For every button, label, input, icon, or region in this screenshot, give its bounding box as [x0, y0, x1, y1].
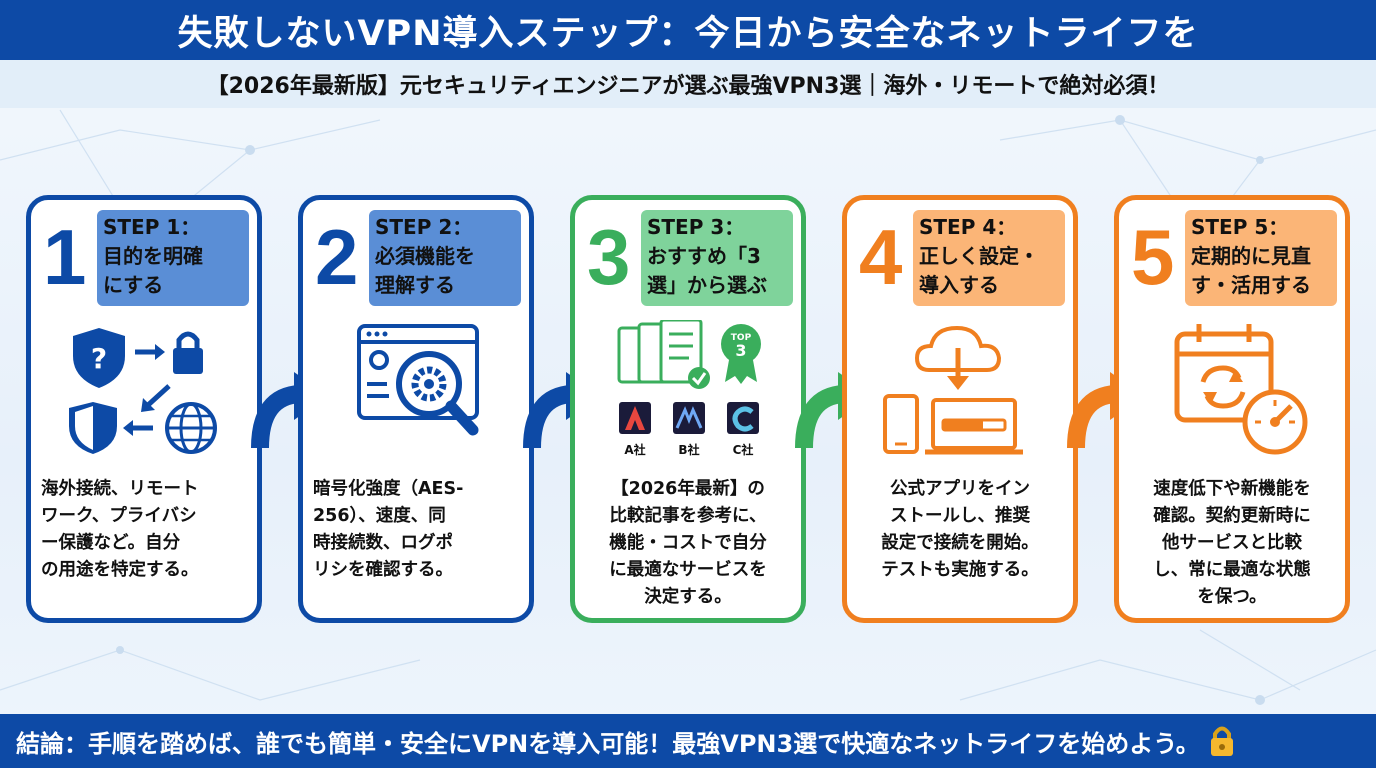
step-label: STEP 2： 必須機能を 理解する	[369, 210, 521, 306]
step-label: STEP 4： 正しく設定・ 導入する	[913, 210, 1065, 306]
step-label: STEP 1： 目的を明確 にする	[97, 210, 249, 306]
page-title: 失敗しないVPN導入ステップ：今日から安全なネットライフを	[177, 13, 1199, 54]
step-card-2: 2 STEP 2： 必須機能を 理解する 暗号化強度（AES- 256）、速度、…	[298, 195, 534, 623]
shield-question-lock-globe-icon: ?	[69, 328, 217, 454]
step-card-1: 1 STEP 1： 目的を明確 にする ? 海外接続、リモート ワーク、プライバ…	[26, 195, 262, 623]
checklist-top3-icon: TOP 3 A社 B社 C社	[617, 320, 761, 457]
step-label: STEP 3： おすすめ「3 選」から選ぶ	[641, 210, 793, 306]
subtitle-banner: 【2026年最新版】元セキュリティエンジニアが選ぶ最強VPN3選｜海外・リモート…	[0, 60, 1376, 108]
step-description: 公式アプリをイン ストールし、推奨 設定で接続を開始。 テストも実施する。	[881, 479, 1039, 580]
step-number: 2	[315, 213, 359, 301]
magnifier-gear-icon	[357, 324, 479, 436]
top3-badge-number: 3	[735, 341, 746, 360]
step-description: 暗号化強度（AES- 256）、速度、同 時接続数、ログポ リシを確認する。	[313, 479, 464, 580]
step-number: 5	[1131, 213, 1175, 301]
company-c-label: C社	[733, 442, 754, 457]
step-description: 【2026年最新】の 比較記事を参考に、 機能・コストで自分 に最適なサービスを…	[609, 479, 767, 607]
step-description: 速度低下や新機能を 確認。契約更新時に 他サービスと比較 し、常に最適な状態 を…	[1153, 479, 1311, 607]
step-number: 3	[587, 213, 631, 301]
company-a-label: A社	[624, 442, 645, 457]
svg-text:?: ?	[91, 342, 107, 375]
step-description: 海外接続、リモート ワーク、プライバシ ー保護など。自分 の用途を特定する。	[41, 479, 199, 580]
conclusion-text: 結論：手順を踏めば、誰でも簡単・安全にVPNを導入可能！最強VPN3選で快適なネ…	[16, 729, 1200, 758]
page-subtitle: 【2026年最新版】元セキュリティエンジニアが選ぶ最強VPN3選｜海外・リモート…	[206, 74, 1170, 99]
step-label: STEP 5： 定期的に見直 す・活用する	[1185, 210, 1337, 306]
step-card-3: 3 STEP 3： おすすめ「3 選」から選ぶ TOP 3 A社 B社 C社 【…	[570, 195, 806, 623]
lock-icon	[1210, 726, 1233, 756]
conclusion-banner: 結論：手順を踏めば、誰でも簡単・安全にVPNを導入可能！最強VPN3選で快適なネ…	[0, 714, 1376, 768]
cloud-download-devices-icon	[883, 325, 1023, 455]
company-b-label: B社	[678, 442, 699, 457]
step-number: 1	[43, 213, 87, 301]
top3-badge-top: TOP	[731, 333, 752, 343]
step-card-5: 5 STEP 5： 定期的に見直 す・活用する 速度低下や新機能を 確認。契約更…	[1114, 195, 1350, 623]
step-card-4: 4 STEP 4： 正しく設定・ 導入する 公式アプリをイン ストールし、推奨 …	[842, 195, 1078, 623]
calendar-refresh-speedometer-icon	[1174, 324, 1308, 455]
step-number: 4	[859, 213, 903, 301]
title-banner: 失敗しないVPN導入ステップ：今日から安全なネットライフを	[0, 0, 1376, 60]
